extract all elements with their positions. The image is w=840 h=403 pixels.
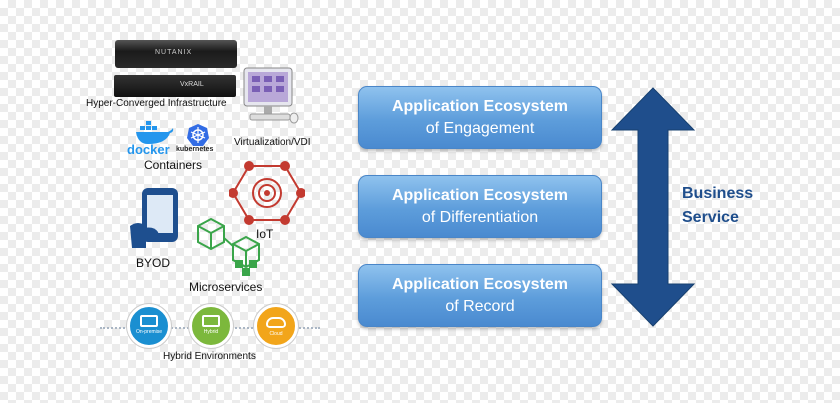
hybrid-circle: Hybrid	[189, 304, 233, 348]
on-premise-circle: On-premise	[127, 304, 171, 348]
ecosystem-subtitle: of Engagement	[425, 119, 535, 137]
ecosystem-title: Application Ecosystem	[391, 275, 569, 293]
nutanix-server-icon: NUTANIX	[115, 40, 237, 68]
on-premise-text: On-premise	[135, 329, 163, 335]
vxrail-brand-text: VxRAIL	[180, 81, 204, 88]
iot-label: IoT	[256, 227, 274, 241]
iot-icon	[229, 161, 305, 225]
ecosystem-title: Application Ecosystem	[391, 97, 569, 115]
kubernetes-icon	[187, 124, 209, 146]
vxrail-server-icon: VxRAIL	[114, 75, 236, 97]
byod-phone-icon	[130, 188, 178, 248]
microservices-icon	[197, 217, 260, 276]
ecosystem-subtitle: of Record	[445, 297, 515, 315]
ecosystem-record-box: Application Ecosystem of Record	[358, 264, 602, 327]
hybrid-text: Hybrid	[203, 329, 219, 335]
cloud-icon	[266, 317, 286, 328]
monitor-icon	[140, 315, 158, 327]
hybrid-monitor-cloud-icon	[202, 315, 220, 327]
cloud-text: Cloud	[269, 331, 283, 337]
containers-label: Containers	[144, 158, 203, 172]
kubernetes-text: kubernetes	[176, 146, 214, 153]
vdi-monitor-icon	[243, 67, 299, 124]
hci-label: Hyper-Converged Infrastructure	[86, 98, 227, 109]
byod-label: BYOD	[136, 256, 171, 270]
business-service-line1: Business	[682, 185, 754, 202]
ecosystem-engagement-box: Application Ecosystem of Engagement	[358, 86, 602, 149]
double-arrow-icon	[610, 87, 696, 327]
vdi-label: Virtualization/VDI	[234, 137, 311, 148]
cloud-circle: Cloud	[254, 304, 298, 348]
business-service-label: Business Service	[682, 182, 772, 230]
ecosystem-subtitle: of Differentiation	[421, 208, 539, 226]
nutanix-brand-text: NUTANIX	[155, 49, 193, 56]
docker-whale-icon	[136, 121, 174, 144]
hybrid-label: Hybrid Environments	[163, 351, 256, 362]
ecosystem-title: Application Ecosystem	[391, 186, 569, 204]
ecosystem-differentiation-box: Application Ecosystem of Differentiation	[358, 175, 602, 238]
docker-text: docker	[127, 142, 170, 157]
business-service-line2: Service	[682, 209, 739, 226]
microservices-label: Microservices	[189, 280, 263, 294]
